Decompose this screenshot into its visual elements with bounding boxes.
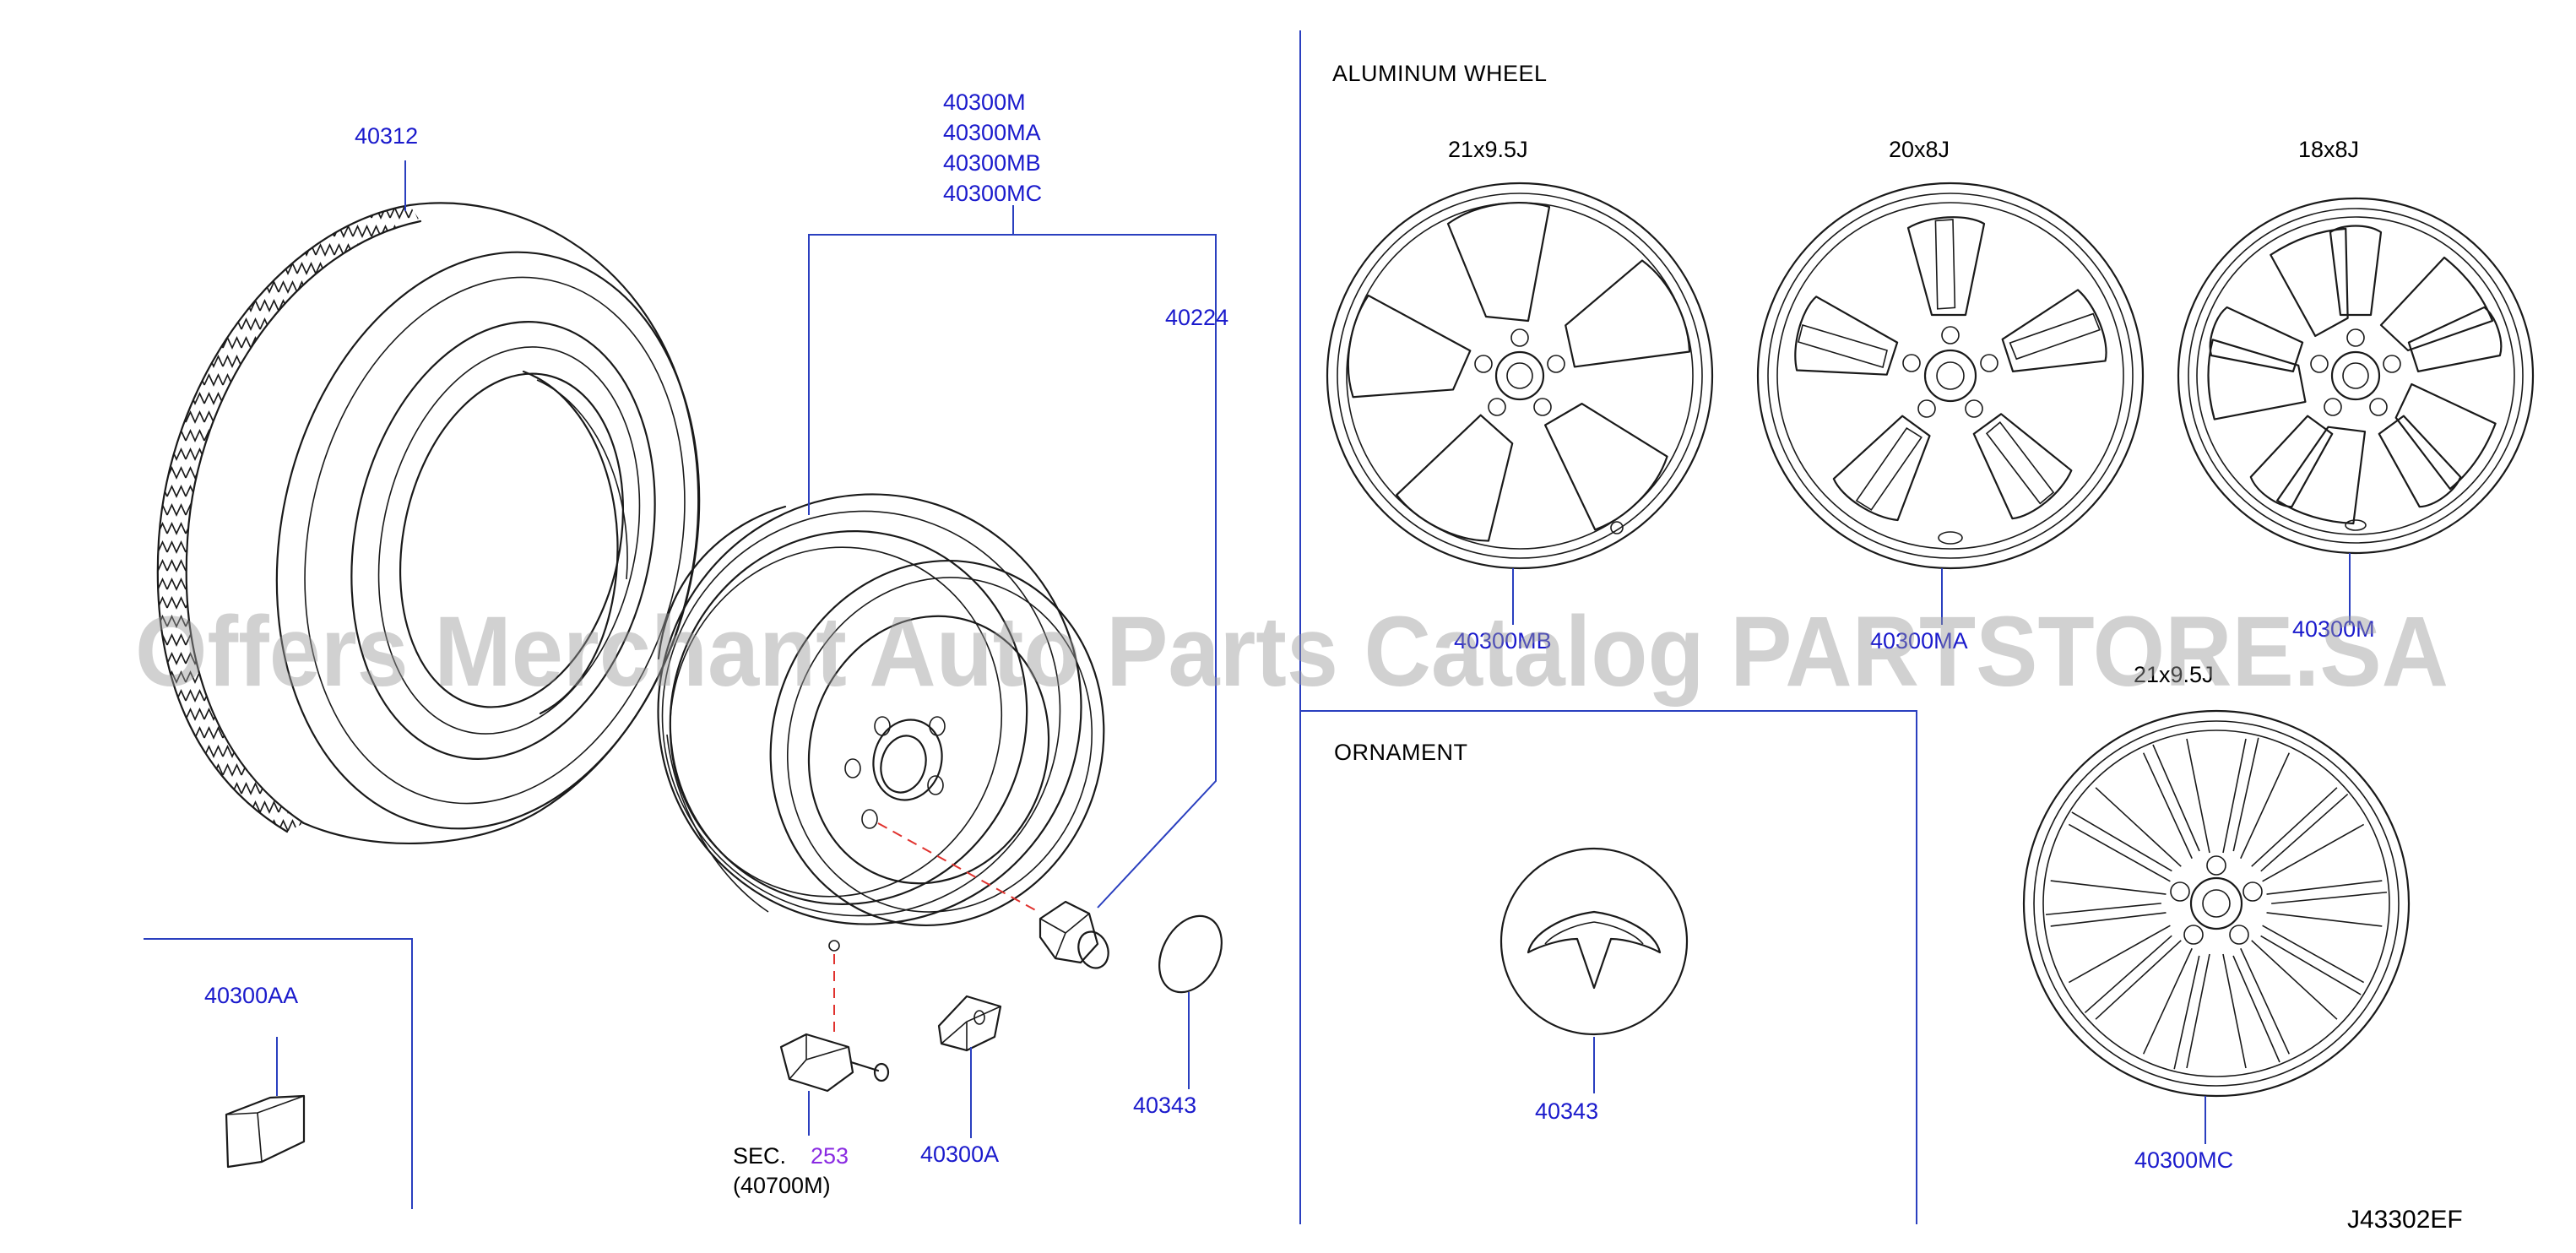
wheel-18-drawing [2177,197,2535,555]
sensor-sec-prefix: SEC. [733,1143,786,1169]
part-cap-small[interactable]: 40343 [1133,1093,1196,1118]
part-ornament[interactable]: 40343 [1535,1098,1598,1124]
wheel-20-size: 20x8J [1889,137,1950,162]
wheel-21-b-size: 21x9.5J [2134,662,2214,687]
wheel-20-drawing [1756,182,2145,570]
aluminum-wheel-title: ALUMINUM WHEEL [1332,61,1548,86]
part-balance-weight[interactable]: 40300AA [204,983,298,1008]
part-wheel-group-3[interactable]: 40300MB [943,150,1041,176]
part-lug-nut[interactable]: 40224 [1165,305,1228,330]
part-tire[interactable]: 40312 [355,123,418,149]
part-wheel-group-4[interactable]: 40300MC [943,181,1042,206]
part-wheel-21-a[interactable]: 40300MB [1454,628,1552,654]
valve-weight-drawing [937,995,1002,1052]
part-wheel-20[interactable]: 40300MA [1870,628,1968,654]
leader-lines [276,160,2351,1144]
wheel-21-a-drawing [1326,182,1714,570]
center-cap-drawing [1158,914,1223,994]
part-wheel-group-2[interactable]: 40300MA [943,120,1041,145]
wheel-21-a-size: 21x9.5J [1448,137,1528,162]
lug-nut-drawing [1039,900,1109,969]
steel-wheel-drawing [657,493,1105,1034]
ornament-title: ORNAMENT [1334,740,1468,765]
part-weight-valve[interactable]: 40300A [920,1142,999,1167]
wheel-21-b-drawing [2022,709,2411,1098]
wheel-18-size: 18x8J [2298,137,2359,162]
tire-drawing [156,202,701,845]
section-dividers [144,30,1917,1224]
part-wheel-group-1[interactable]: 40300M [943,90,1026,115]
part-wheel-18[interactable]: 40300M [2292,616,2375,642]
balance-weight-drawing [225,1094,306,1169]
sensor-sec-number[interactable]: 253 [811,1143,849,1169]
diagram-code: J43302EF [2347,1206,2463,1234]
tpms-sensor-drawing [779,1033,890,1093]
sensor-part: (40700M) [733,1173,831,1198]
watermark: Offers Merchant Auto Parts Catalog PARTS… [135,596,2449,708]
ornament-drawing [1500,847,1689,1036]
part-wheel-21-b[interactable]: 40300MC [2134,1147,2233,1173]
